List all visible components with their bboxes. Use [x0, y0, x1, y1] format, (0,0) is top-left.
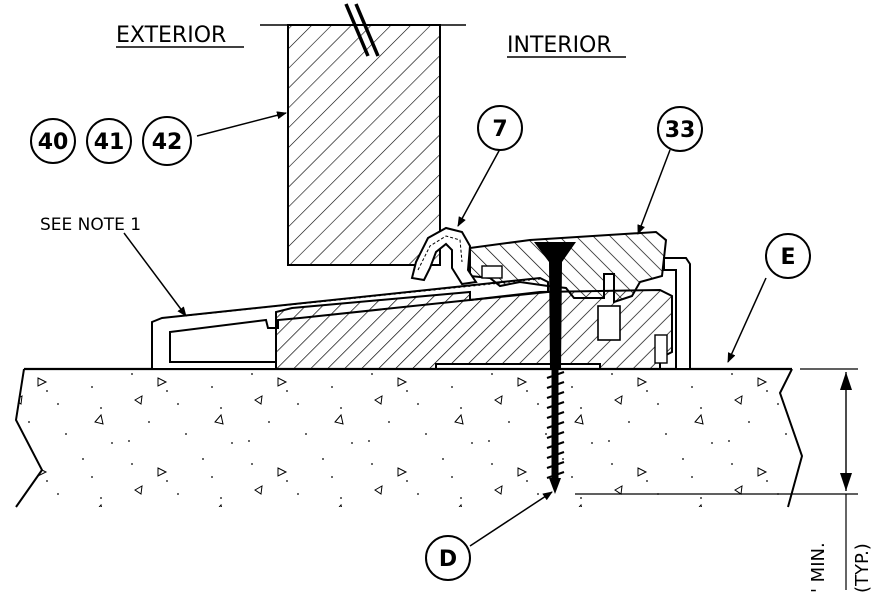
dimension-min-label: ' MIN. [808, 542, 829, 593]
callout-E-text: E [780, 245, 795, 270]
anchor-screw [534, 242, 576, 494]
callout-33-text: 33 [665, 118, 696, 143]
callout-E: E [765, 233, 811, 279]
exterior-label: EXTERIOR [116, 23, 226, 48]
callout-D: D [425, 535, 471, 581]
callout-7-text: 7 [492, 117, 507, 142]
threshold-cap [469, 230, 668, 304]
interior-label: INTERIOR [507, 33, 612, 58]
callout-42: 42 [142, 116, 192, 166]
leader-lines [123, 111, 767, 547]
concrete-slab [14, 367, 804, 508]
callout-42-text: 42 [152, 130, 183, 155]
see-note-label: SEE NOTE 1 [40, 215, 141, 235]
door-panel [260, 3, 466, 266]
callout-41: 41 [86, 118, 132, 164]
callout-41-text: 41 [94, 130, 125, 155]
callout-40: 40 [30, 118, 76, 164]
callout-33: 33 [657, 106, 703, 152]
callout-7: 7 [477, 105, 523, 151]
callout-40-text: 40 [38, 130, 69, 155]
embed-depth-dimension [575, 368, 858, 590]
threshold-core [275, 288, 673, 370]
callout-D-text: D [439, 547, 457, 572]
dimension-typ-label: (TYP.) [852, 543, 873, 593]
interior-frame [663, 257, 691, 370]
weatherstrip [410, 226, 478, 286]
